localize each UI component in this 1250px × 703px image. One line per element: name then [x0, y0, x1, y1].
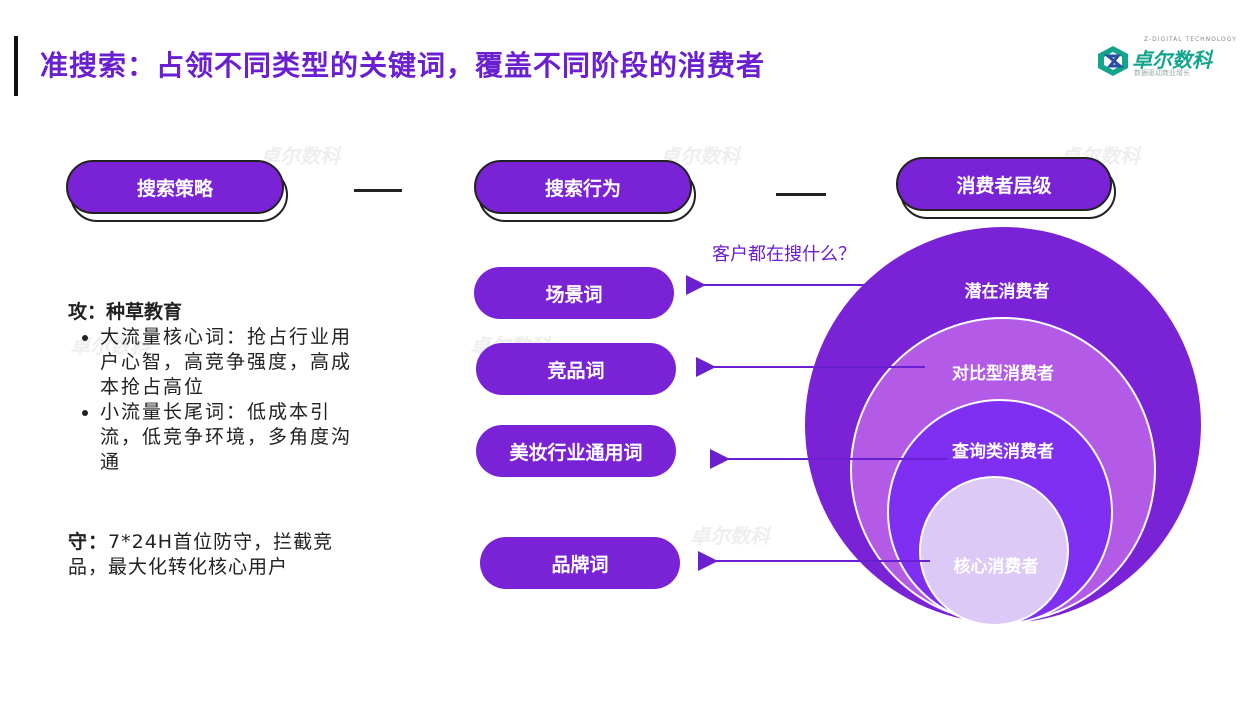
consumer-header: 消费者层级	[896, 157, 1116, 219]
watermark: 卓尔数科	[70, 334, 150, 358]
keyword-competitor: 竞品词	[476, 343, 676, 395]
watermark: 卓尔数科	[690, 524, 770, 548]
layer-core-label: 核心消费者	[953, 557, 1039, 577]
consumer-header-label: 消费者层级	[896, 157, 1112, 211]
strategy-header: 搜索策略	[66, 160, 288, 222]
layer-compare-label: 对比型消费者	[952, 364, 1054, 384]
defend-heading: 守：	[68, 531, 109, 553]
watermark: 卓尔数科	[1060, 524, 1140, 548]
attack-section: 攻：种草教育 大流量核心词：抢占行业用户心智，高竞争强度，高成本抢占高位 小流量…	[68, 300, 368, 475]
attack-bullet: 小流量长尾词：低成本引流，低竞争环境，多角度沟通	[100, 400, 368, 475]
attack-bullet: 大流量核心词：抢占行业用户心智，高竞争强度，高成本抢占高位	[100, 325, 368, 400]
title-accent-bar	[14, 36, 18, 96]
keyword-industry: 美妆行业通用词	[476, 425, 676, 477]
behavior-header: 搜索行为	[474, 160, 696, 222]
watermark: 卓尔数科	[860, 334, 940, 358]
connector-dash	[776, 193, 826, 196]
attack-list: 大流量核心词：抢占行业用户心智，高竞争强度，高成本抢占高位 小流量长尾词：低成本…	[68, 325, 368, 475]
defend-text: 7*24H首位防守，拦截竞品，最大化转化核心用户	[68, 531, 334, 578]
layer-query-circle	[887, 399, 1113, 625]
keyword-scene: 场景词	[474, 267, 674, 319]
logo-tech-text: Z-DIGITAL TECHNOLOGY	[1144, 36, 1237, 43]
page-title: 准搜索：占领不同类型的关键词，覆盖不同阶段的消费者	[40, 49, 766, 82]
logo-name: 卓尔数科	[1132, 48, 1212, 72]
layer-potential-label: 潜在消费者	[964, 282, 1050, 302]
strategy-header-label: 搜索策略	[66, 160, 284, 214]
watermark: 卓尔数科	[260, 144, 340, 168]
connector-dash	[354, 189, 402, 192]
logo-subtitle: 数据驱动商业增长	[1134, 69, 1190, 77]
defend-section: 守：7*24H首位防守，拦截竞品，最大化转化核心用户	[68, 530, 368, 580]
brand-logo: Z-DIGITAL TECHNOLOGY 卓尔数科 数据驱动商业增长	[1096, 36, 1236, 84]
behavior-header-label: 搜索行为	[474, 160, 692, 214]
question-text: 客户都在搜什么？	[712, 244, 856, 265]
keyword-brand: 品牌词	[480, 537, 680, 589]
layer-query-label: 查询类消费者	[952, 442, 1054, 462]
attack-heading: 攻：种草教育	[68, 301, 183, 323]
logo-mark-icon	[1098, 46, 1128, 76]
